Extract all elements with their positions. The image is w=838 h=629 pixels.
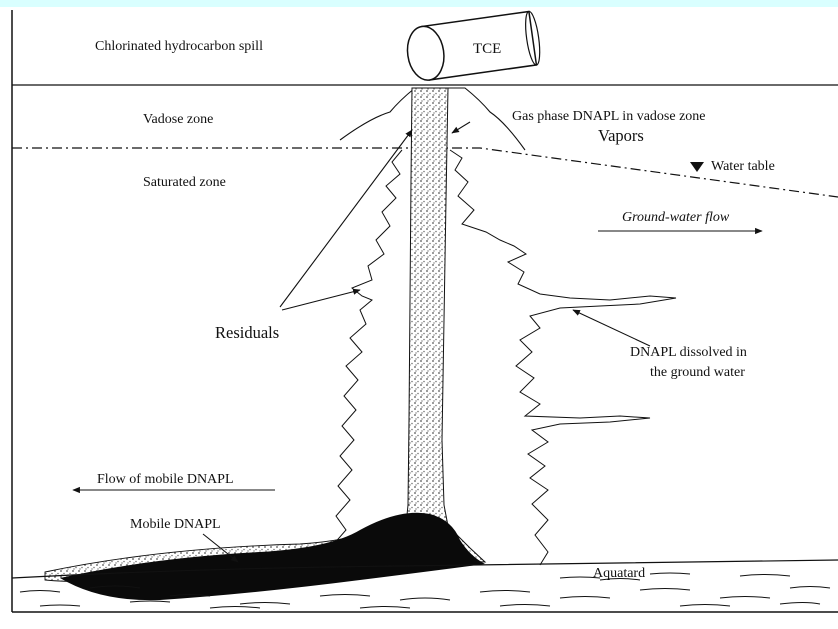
drum-label: TCE xyxy=(473,41,501,57)
residuals-arrow-upper xyxy=(280,130,412,307)
vapors-label: Vapors xyxy=(598,126,644,145)
saturated-zone-label: Saturated zone xyxy=(143,175,226,190)
vadose-zone-label: Vadose zone xyxy=(143,112,213,127)
flow-mobile-label: Flow of mobile DNAPL xyxy=(97,472,234,487)
water-table-marker-icon xyxy=(690,162,704,172)
gas-phase-label: Gas phase DNAPL in vadose zone xyxy=(512,109,706,124)
water-table-label: Water table xyxy=(711,159,775,174)
residuals-arrow-lower xyxy=(282,290,360,310)
residuals-label: Residuals xyxy=(215,323,279,342)
dnapl-pool xyxy=(60,513,485,600)
top-border xyxy=(0,0,838,7)
spill-label: Chlorinated hydrocarbon spill xyxy=(95,39,263,54)
dissolved-arrow xyxy=(573,310,650,346)
dissolved-label-line1: DNAPL dissolved in xyxy=(630,345,747,360)
residual-envelope-left xyxy=(322,150,402,562)
gas-phase-arrow xyxy=(452,122,470,133)
dissolved-label-line2: the ground water xyxy=(650,365,745,380)
aquatard-label: Aquatard xyxy=(593,566,645,581)
mobile-dnapl-label: Mobile DNAPL xyxy=(130,517,221,532)
dnapl-column xyxy=(395,88,485,562)
groundwater-flow-label: Ground-water flow xyxy=(622,210,730,225)
